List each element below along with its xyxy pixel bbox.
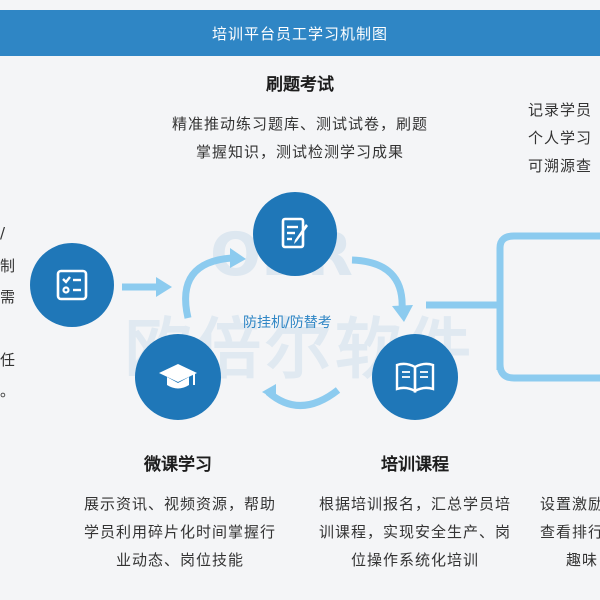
node-right-desc-line: 位操作系统化培训 — [350, 551, 479, 569]
arrow-head — [156, 277, 172, 297]
cycle-arc-bottom — [265, 387, 341, 409]
cycle-arc-left — [182, 254, 233, 319]
right-partial-line: 趣味 — [566, 551, 599, 569]
right-partial-line: 可溯源查 — [528, 157, 593, 175]
graduation-cap-icon — [159, 364, 197, 389]
left-partial-1: 制 — [0, 257, 16, 275]
right-partial-line: 设置激励 — [540, 495, 600, 513]
node-left-desc-line: 展示资讯、视频资源，帮助 — [83, 495, 276, 513]
branch-lower — [496, 305, 600, 382]
left-partial-2: 需 — [0, 288, 16, 306]
node-left-desc-line: 学员利用碎片化时间掌握行 — [83, 523, 276, 541]
header-bar: 培训平台员工学习机制图 — [0, 10, 600, 56]
cycle-arrowhead-bottom — [262, 384, 276, 400]
course-node — [372, 334, 458, 420]
right-partial-top: 记录学员 个人学习 可溯源查 — [528, 96, 600, 180]
node-top-desc: 精准推动练习题库、测试试卷，刷题 掌握知识，测试检测学习成果 — [145, 110, 455, 166]
node-left-desc: 展示资讯、视频资源，帮助 学员利用碎片化时间掌握行 业动态、岗位技能 — [55, 490, 305, 574]
checklist-node — [30, 243, 114, 327]
node-right-desc-line: 训课程，实现安全生产、岗 — [318, 523, 511, 541]
cycle-arrowhead-right — [392, 305, 413, 322]
left-partial-4: 。 — [0, 382, 16, 400]
left-partial-3: 任 — [0, 351, 16, 369]
right-partial-bottom: 设置激励 查看排行 趣味 — [540, 490, 600, 574]
micro-course-node — [135, 334, 221, 420]
node-left-desc-line: 业动态、岗位技能 — [115, 551, 244, 569]
cycle-arrowhead-left — [230, 248, 246, 268]
right-partial-line: 记录学员 — [528, 101, 593, 119]
checklist-icon — [56, 269, 88, 301]
node-top-desc-line: 精准推动练习题库、测试试卷，刷题 — [171, 115, 428, 133]
cycle-arc-right — [351, 256, 406, 311]
center-label: 防挂机/防替考 — [243, 315, 332, 331]
exam-node — [253, 192, 337, 276]
header-title: 培训平台员工学习机制图 — [211, 24, 388, 43]
node-right-desc: 根据培训报名，汇总学员培 训课程，实现安全生产、岗 位操作系统化培训 — [290, 490, 540, 574]
node-top-desc-line: 掌握知识，测试检测学习成果 — [195, 143, 404, 161]
node-right-desc-line: 根据培训报名，汇总学员培 — [318, 495, 511, 513]
right-partial-line: 个人学习 — [528, 129, 593, 147]
exam-pencil-icon — [281, 217, 308, 249]
open-book-icon — [395, 362, 435, 394]
left-partial-0: / — [0, 224, 6, 242]
right-partial-line: 查看排行 — [540, 523, 600, 541]
node-top-title: 刷题考试 — [266, 75, 334, 95]
node-left-title: 微课学习 — [144, 455, 212, 475]
branch-upper — [496, 232, 600, 370]
node-right-title: 培训课程 — [381, 455, 449, 475]
